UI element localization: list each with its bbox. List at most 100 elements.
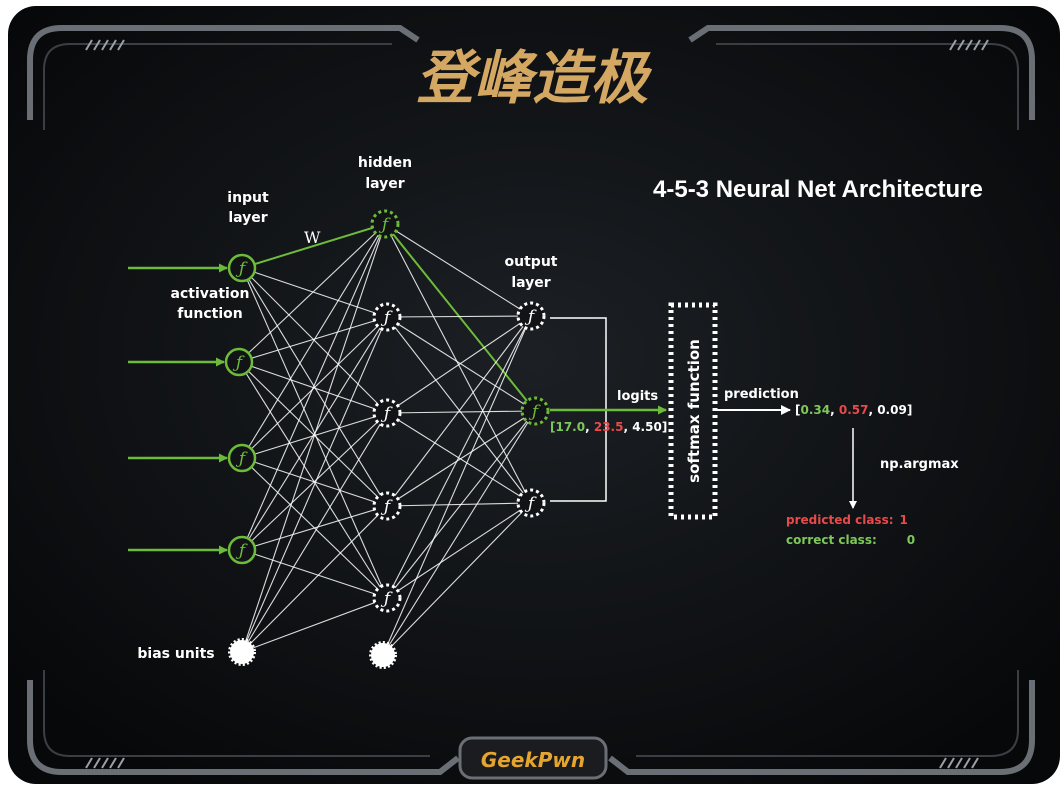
logit-value-1: 23.5 — [594, 420, 624, 434]
svg-text:ƒ: ƒ — [378, 215, 391, 235]
logits-label: logits — [617, 389, 658, 404]
frame-hatch-marks — [85, 39, 989, 769]
edge-input-hidden — [241, 505, 388, 551]
edge-input-hidden — [241, 223, 386, 551]
edge-input-hidden — [241, 223, 386, 459]
edge-input-hidden — [241, 549, 388, 599]
svg-text:ƒ: ƒ — [380, 308, 393, 328]
svg-text:ƒ: ƒ — [235, 259, 248, 279]
hidden-neuron: ƒ — [372, 398, 402, 428]
screen-background — [8, 6, 1060, 784]
svg-text:ƒ: ƒ — [380, 497, 393, 517]
input-layer-label-line2: layer — [228, 210, 267, 226]
softmax-label: softmax function — [685, 339, 703, 483]
prediction-values: [0.34, 0.57, 0.09] — [795, 403, 912, 417]
edge-hidden-output — [386, 410, 536, 414]
edge-bias-hidden — [241, 223, 386, 653]
input-neuron: ƒ — [227, 535, 257, 565]
logit-value-0: 17.0 — [555, 420, 585, 434]
softmax-box — [668, 302, 718, 520]
output-layer-label-line1: output — [505, 254, 558, 270]
input-neuron: ƒ — [227, 253, 257, 283]
svg-text:ƒ: ƒ — [235, 449, 248, 469]
edge-bias-hidden — [241, 316, 388, 653]
prediction-label: prediction — [724, 387, 799, 402]
edge-input-hidden — [241, 267, 388, 318]
logits-values: [17.0, 23.5, 4.50] — [550, 420, 667, 434]
logit-value-2: 4.50 — [632, 420, 662, 434]
svg-text:ƒ: ƒ — [380, 589, 393, 609]
edge-input-hidden — [241, 412, 388, 551]
correct-class-label: correct class: — [786, 533, 877, 547]
edge-hidden-output — [386, 410, 536, 507]
edge-hidden-output — [386, 315, 532, 599]
edge-bias-hidden — [241, 505, 388, 653]
activation-function-label-line2: function — [177, 306, 242, 322]
network-nodes: ƒ ƒ ƒ ƒ ƒ ƒ ƒ ƒ ƒ ƒ ƒ ƒ — [224, 209, 550, 669]
footer-logo: GeekPwn — [481, 748, 585, 772]
hidden-layer-label-line2: layer — [365, 176, 404, 192]
network-connections — [238, 223, 536, 656]
edge-hidden-output — [384, 223, 536, 412]
hidden-layer-label-line1: hidden — [358, 155, 412, 171]
edge-bias-output — [382, 315, 532, 656]
svg-text:ƒ: ƒ — [380, 404, 393, 424]
edge-bias-hidden — [241, 597, 388, 653]
footer-badge — [458, 736, 608, 780]
edge-hidden-output — [386, 410, 536, 599]
hidden-neuron: ƒ — [372, 302, 402, 332]
weights-label: W — [304, 228, 321, 247]
edge-input-hidden — [238, 361, 388, 507]
edge-hidden-output — [386, 316, 532, 504]
edge-input-hidden — [238, 361, 388, 599]
svg-text:ƒ: ƒ — [524, 494, 537, 514]
bias-unit-hidden — [369, 641, 397, 669]
svg-text:ƒ: ƒ — [235, 541, 248, 561]
predicted-class-label: predicted class: — [786, 513, 894, 527]
edge-input-hidden — [241, 223, 386, 269]
svg-text:ƒ: ƒ — [524, 307, 537, 327]
frame-inner-lines — [43, 43, 1019, 757]
predicted-class-value: 1 — [900, 513, 908, 527]
argmax-label: np.argmax — [880, 457, 959, 472]
event-logo: 登峰造极 — [416, 44, 653, 112]
bias-unit-input — [228, 638, 256, 666]
prediction-value-1: 0.57 — [839, 403, 869, 417]
edge-hidden-output — [384, 223, 532, 317]
edge-hidden-output — [386, 315, 532, 414]
correct-class-value: 0 — [907, 533, 915, 547]
edge-input-hidden — [241, 316, 388, 459]
svg-text:ƒ: ƒ — [528, 402, 541, 422]
output-neuron: ƒ — [516, 301, 546, 331]
predicted-class: predicted class: 1 — [786, 513, 908, 527]
activation-function-label-line1: activation — [171, 286, 250, 302]
input-layer-label-line1: input — [227, 190, 269, 206]
output-neuron: ƒ — [516, 488, 546, 518]
edge-hidden-output — [386, 502, 532, 507]
input-neuron: ƒ — [227, 443, 257, 473]
edge-hidden-output — [386, 315, 532, 318]
svg-text:ƒ: ƒ — [232, 353, 245, 373]
correct-class: correct class: 0 — [786, 533, 915, 547]
edge-hidden-output — [386, 315, 532, 507]
prediction-value-2: 0.09 — [877, 403, 907, 417]
edge-bias-hidden — [241, 412, 388, 653]
hidden-neuron: ƒ — [372, 583, 402, 613]
output-neuron: ƒ — [520, 396, 550, 426]
input-neuron: ƒ — [224, 347, 254, 377]
diagram-title: 4-5-3 Neural Net Architecture — [653, 176, 983, 203]
prediction-value-0: 0.34 — [800, 403, 830, 417]
hidden-neuron: ƒ — [370, 209, 400, 239]
bias-units-label: bias units — [137, 646, 214, 662]
edge-hidden-output — [386, 316, 536, 412]
edge-input-hidden — [238, 316, 388, 363]
edge-bias-output — [382, 502, 532, 656]
edge-bias-output — [382, 410, 536, 656]
edge-input-hidden — [238, 223, 386, 363]
edge-input-hidden — [241, 267, 388, 414]
output-layer-label-line2: layer — [511, 275, 550, 291]
input-arrows — [128, 263, 228, 555]
edge-hidden-output — [386, 502, 532, 599]
decorative-frame — [27, 25, 1035, 775]
